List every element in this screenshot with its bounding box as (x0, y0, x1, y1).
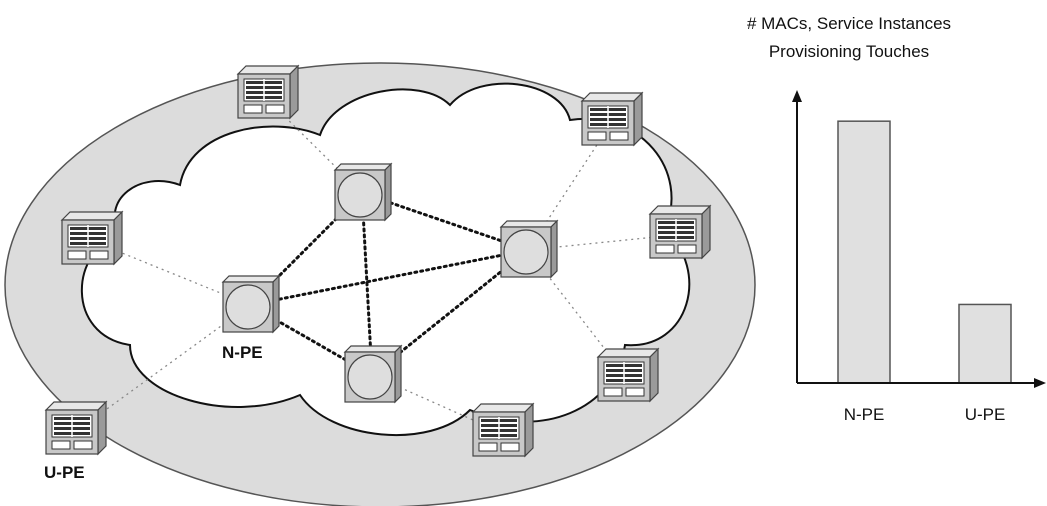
switch-icon (472, 403, 534, 457)
x-axis-arrowhead (1034, 378, 1046, 388)
comparison-bar-chart: # MACs, Service Instances Provisioning T… (747, 14, 1046, 424)
core-network-cloud (80, 82, 691, 436)
upe-node-label: U-PE (44, 463, 85, 482)
router-icon (500, 220, 558, 278)
link-upe-bottom-right (527, 249, 626, 376)
switch-icon (581, 92, 643, 146)
chart-title-line-2: Provisioning Touches (769, 42, 929, 61)
x-tick-label: N-PE (844, 405, 885, 424)
link-upe-top (267, 99, 363, 194)
link-upe-top-right (527, 124, 611, 251)
bar-u-pe (958, 303, 1012, 384)
router-icon (222, 275, 280, 333)
switch-icon (597, 348, 659, 402)
bar-n-pe (837, 120, 891, 384)
switch-icon (237, 65, 299, 119)
switch-icon (61, 211, 123, 265)
npe-node-label: N-PE (222, 343, 263, 362)
router-icon (334, 163, 392, 221)
switch-icon (649, 205, 711, 259)
switch-icon (45, 401, 107, 455)
y-axis-arrowhead (792, 90, 802, 102)
router-icon (344, 345, 402, 403)
chart-title-line-1: # MACs, Service Instances (747, 14, 951, 33)
link-core-top-bottom (360, 191, 374, 377)
link-core-left-right (248, 248, 530, 307)
x-tick-label: U-PE (965, 405, 1006, 424)
